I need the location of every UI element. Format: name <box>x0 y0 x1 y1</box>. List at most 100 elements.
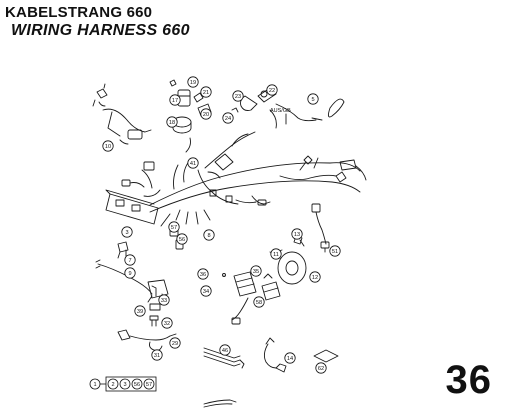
callout-18: 18 <box>166 116 178 128</box>
callout-9: 9 <box>124 267 136 279</box>
callout-39: 39 <box>134 305 146 317</box>
callout-circle <box>151 349 163 361</box>
callout-31: 31 <box>151 349 163 361</box>
part-5-cable-tie <box>327 98 345 118</box>
callout-circle <box>270 248 282 260</box>
callout-number: 17 <box>172 98 178 104</box>
page-number: 36 <box>445 358 492 402</box>
part-62-decal <box>313 349 339 363</box>
part-41-main-harness <box>121 131 367 227</box>
callout-circle <box>121 226 133 238</box>
legend-number: 57 <box>146 382 152 388</box>
callout-number: 20 <box>203 112 209 118</box>
part-58-connector <box>261 273 281 301</box>
callout-circle <box>203 229 215 241</box>
legend-number: 56 <box>134 382 140 388</box>
callout-circle <box>200 86 212 98</box>
callout-circle <box>158 294 170 306</box>
callout-circle <box>200 108 212 120</box>
callout-14: 14 <box>284 352 296 364</box>
callout-number: 7 <box>128 258 131 264</box>
callout-7: 7 <box>124 254 136 266</box>
part-46-cable-bundle <box>203 347 245 369</box>
callout-number: 32 <box>164 321 170 327</box>
callout-number: 24 <box>225 116 231 122</box>
callout-13: 13 <box>291 228 303 240</box>
callout-circle <box>219 344 231 356</box>
callout-12: 12 <box>309 271 321 283</box>
callout-number: 11 <box>273 252 279 258</box>
callout-number: 18 <box>169 120 175 126</box>
callout-41: 41 <box>187 157 199 169</box>
callout-62: 62 <box>315 362 327 374</box>
part-17-21-relay-group <box>169 79 212 134</box>
callout-number: 56 <box>179 237 185 243</box>
callout-23: 23 <box>232 90 244 102</box>
legend-item-57: 57 <box>143 378 155 390</box>
page-title-english: WIRING HARNESS 660 <box>11 22 190 39</box>
callout-number: 9 <box>128 271 131 277</box>
legend-circle <box>131 378 143 390</box>
legend-circle <box>119 378 131 390</box>
part-12-horn <box>269 235 307 285</box>
callout-number: 58 <box>256 300 262 306</box>
callout-circle <box>176 233 188 245</box>
callout-number: 29 <box>172 341 178 347</box>
callout-number: 46 <box>222 348 228 354</box>
part-34-regulator <box>222 271 257 325</box>
legend-number: 3 <box>123 382 126 388</box>
callout-circle <box>168 221 180 233</box>
callout-circle <box>200 285 212 297</box>
callout-circle <box>307 93 319 105</box>
callout-circle <box>222 112 234 124</box>
callout-circle <box>291 228 303 240</box>
callout-circle <box>284 352 296 364</box>
callout-circle <box>309 271 321 283</box>
page-title-german: KABELSTRANG 660 <box>5 4 153 21</box>
callout-circle <box>102 140 114 152</box>
callout-number: 23 <box>235 94 241 100</box>
callout-circle <box>124 254 136 266</box>
callout-number: 34 <box>203 289 209 295</box>
callout-number: 51 <box>332 249 338 255</box>
part-14-lead <box>263 337 287 373</box>
callout-22: 22 <box>266 84 278 96</box>
callout-number: 57 <box>171 225 177 231</box>
callout-circle <box>169 94 181 106</box>
part-10-switch-harness <box>92 83 152 145</box>
callout-number: 10 <box>105 144 111 150</box>
callout-17: 17 <box>169 94 181 106</box>
callout-33: 33 <box>158 294 170 306</box>
callout-circle <box>315 362 327 374</box>
callout-19: 19 <box>187 76 199 88</box>
legend-item-56: 56 <box>131 378 143 390</box>
legend-row: 1 2 3 56 57 <box>89 376 157 392</box>
callout-number: 41 <box>190 161 196 167</box>
callout-number: 21 <box>203 90 209 96</box>
callout-circle <box>250 265 262 277</box>
callout-circle <box>134 305 146 317</box>
callout-51: 51 <box>329 245 341 257</box>
callout-circle <box>232 90 244 102</box>
callout-32: 32 <box>161 317 173 329</box>
callout-circle <box>187 157 199 169</box>
callout-36: 36 <box>197 268 209 280</box>
callout-46: 46 <box>219 344 231 356</box>
callout-number: 33 <box>161 298 167 304</box>
callout-number: 62 <box>318 366 324 372</box>
part-39-fuse-holder <box>149 285 159 327</box>
part-3-bracket <box>105 189 159 225</box>
callout-number: 14 <box>287 356 293 362</box>
callout-56: 56 <box>176 233 188 245</box>
part-51-sensor <box>311 203 330 253</box>
legend-item-3: 3 <box>119 378 131 390</box>
legend-number: 1 <box>93 382 96 388</box>
callout-circle <box>253 296 265 308</box>
part-9-plug-cable <box>95 259 169 311</box>
callout-29: 29 <box>169 337 181 349</box>
callout-number: 8 <box>207 233 210 239</box>
legend-number: 2 <box>111 382 114 388</box>
callout-circle <box>197 268 209 280</box>
